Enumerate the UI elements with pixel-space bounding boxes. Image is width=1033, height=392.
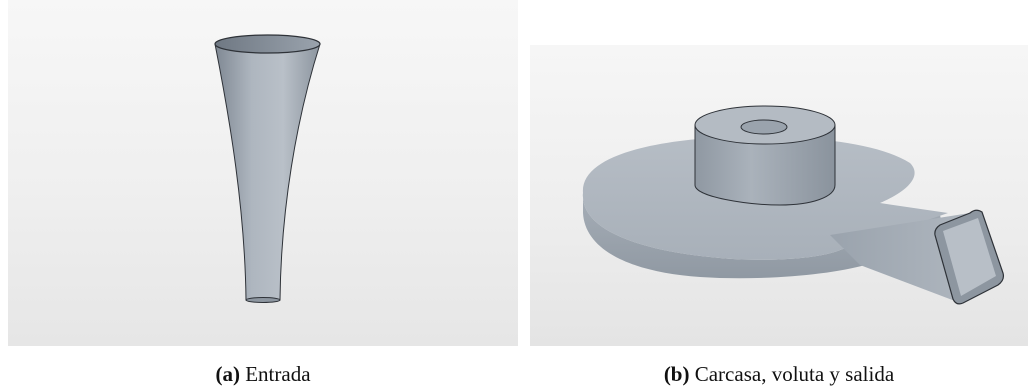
- figure-b-label: (b): [663, 362, 690, 386]
- figure-b-caption: (b) Carcasa, voluta y salida: [530, 362, 1028, 387]
- figure-a-caption: (a) Entrada: [8, 362, 518, 387]
- funnel-body: [214, 43, 321, 301]
- hub-cylinder-side: [694, 124, 836, 206]
- figure-a-caption-text: Entrada: [245, 362, 311, 386]
- outlet-inner-face: [943, 218, 996, 296]
- funnel-inlet-opening: [214, 34, 321, 54]
- hub-bore: [740, 119, 788, 135]
- volute-casing-render: [582, 105, 1005, 305]
- figure-a-image: [8, 0, 518, 346]
- figure-a-label: (a): [215, 362, 240, 386]
- funnel-outlet-rim: [245, 297, 281, 303]
- figure-b-caption-text: Carcasa, voluta y salida: [694, 362, 895, 386]
- volute-side-wall: [582, 193, 958, 293]
- inlet-funnel-render: [214, 34, 321, 303]
- figure-b-image: [530, 45, 1028, 346]
